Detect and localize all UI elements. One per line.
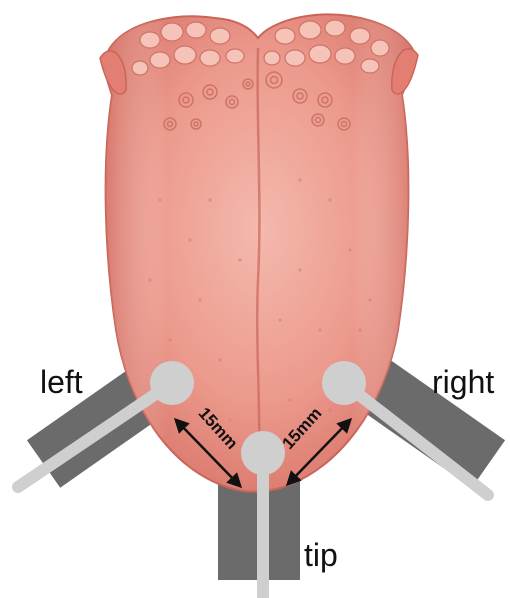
- tip-position-label: tip: [304, 537, 338, 573]
- right-electrode-contact: [322, 361, 366, 405]
- tongue-illustration: [100, 14, 418, 491]
- left-position-label: left: [40, 364, 83, 400]
- left-electrode-contact: [150, 361, 194, 405]
- right-position-label: right: [432, 364, 494, 400]
- tip-electrode-contact: [241, 431, 285, 475]
